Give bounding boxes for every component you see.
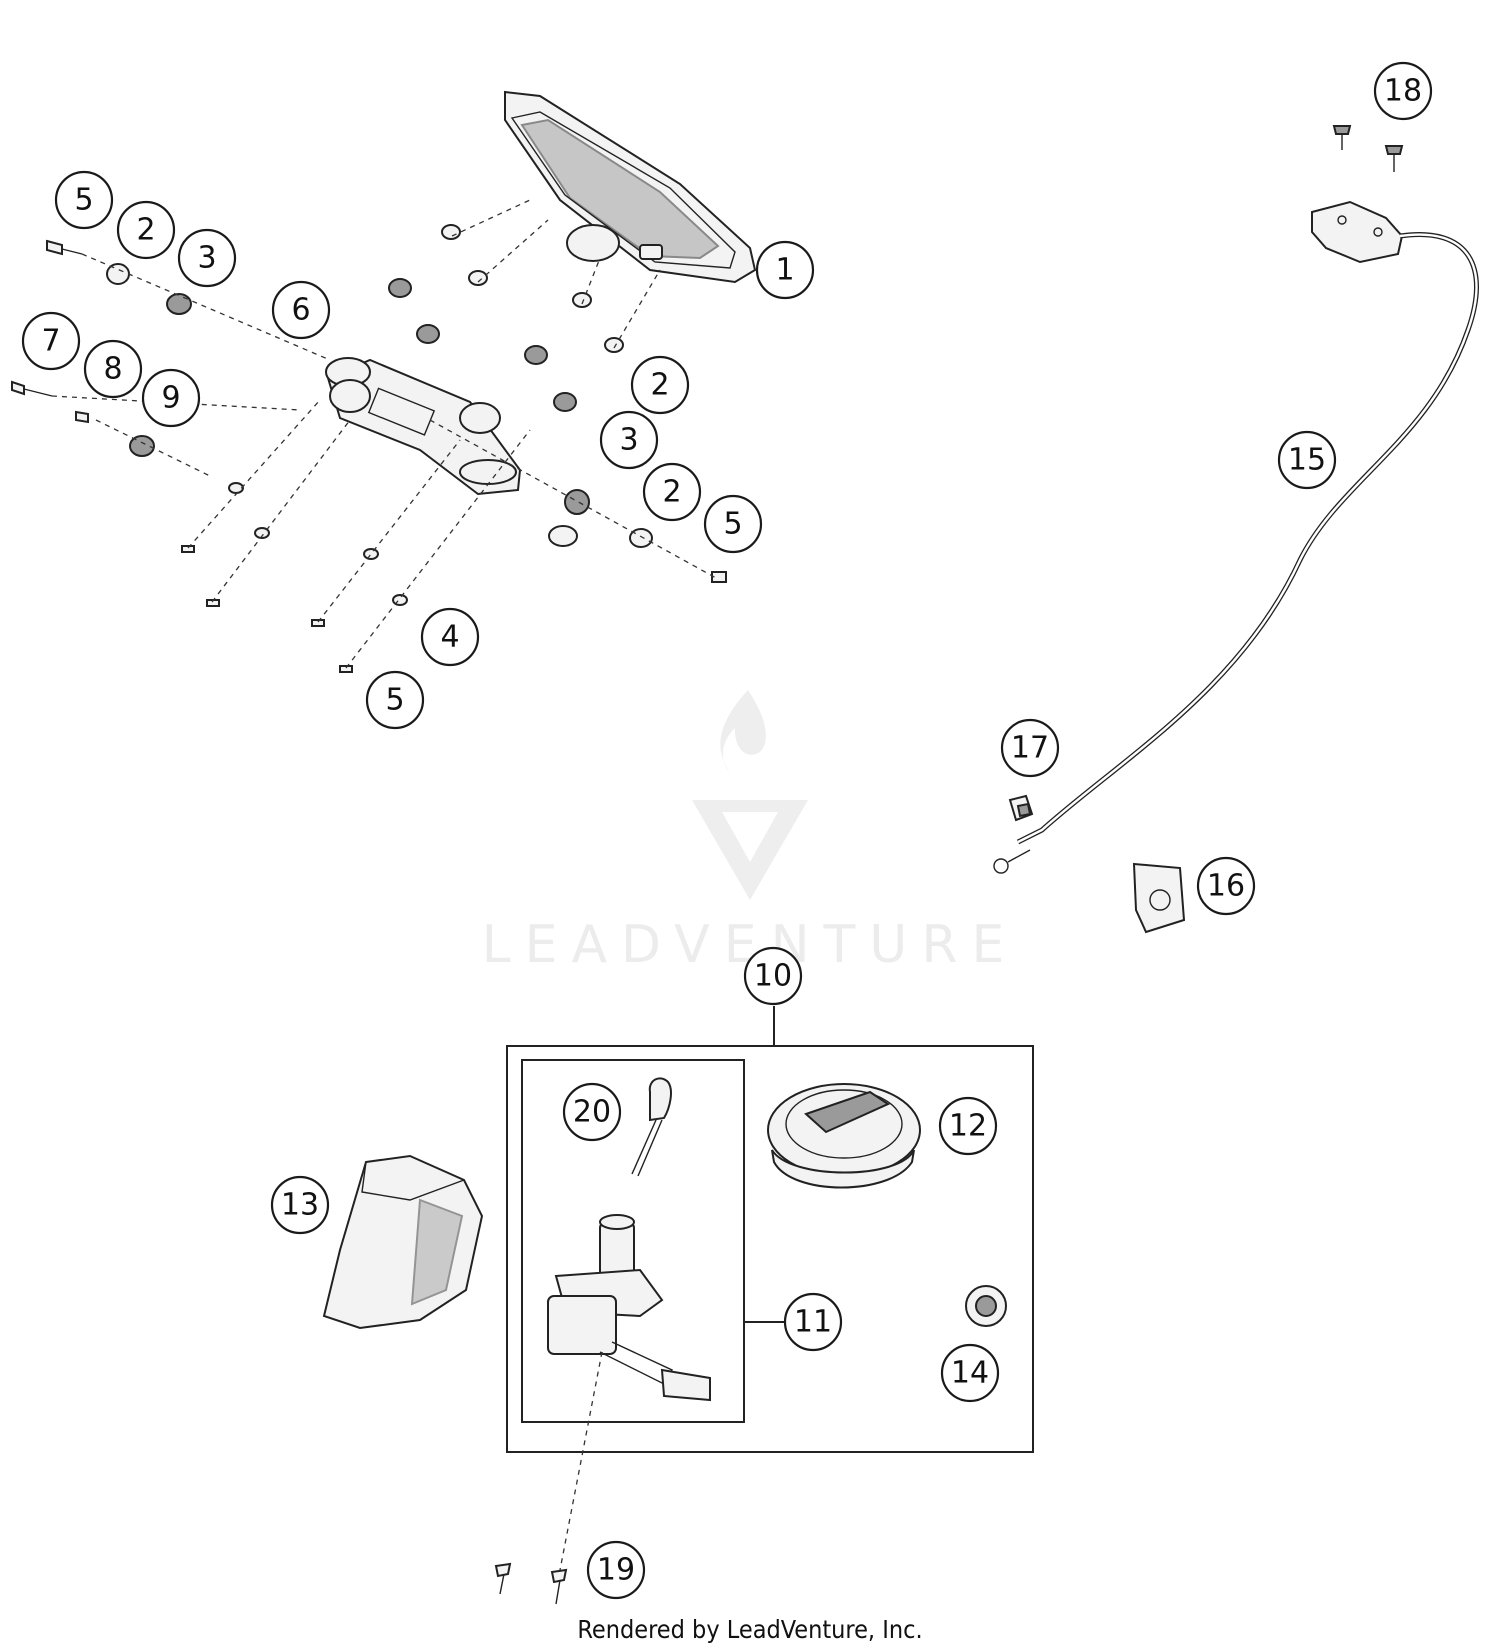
svg-text:15: 15 xyxy=(1288,443,1326,478)
cover-part xyxy=(322,1154,484,1330)
callout-14: 14 xyxy=(940,1343,1000,1403)
watermark: LEADVENTURE xyxy=(482,690,1019,975)
callout-4: 4 xyxy=(420,607,480,667)
callout-1: 1 xyxy=(755,240,815,300)
watermark-v-icon xyxy=(692,800,808,900)
screws-part-18 xyxy=(1332,125,1404,172)
callout-7: 7 xyxy=(21,311,81,371)
svg-text:6: 6 xyxy=(291,293,310,328)
callout-13: 13 xyxy=(270,1175,330,1235)
svg-text:16: 16 xyxy=(1207,869,1245,904)
fuel-cap-part xyxy=(767,1083,921,1189)
callout-9: 9 xyxy=(141,368,201,428)
footer-credit: Rendered by LeadVenture, Inc. xyxy=(577,1615,922,1644)
svg-text:7: 7 xyxy=(41,324,60,359)
svg-text:18: 18 xyxy=(1384,74,1422,109)
bracket-part xyxy=(325,357,522,496)
svg-text:19: 19 xyxy=(597,1553,635,1588)
svg-text:5: 5 xyxy=(385,683,404,718)
callout-18: 18 xyxy=(1373,61,1433,121)
svg-text:17: 17 xyxy=(1011,731,1049,766)
screws-part-19 xyxy=(494,1562,568,1605)
svg-text:2: 2 xyxy=(650,368,669,403)
svg-text:8: 8 xyxy=(103,352,122,387)
svg-text:3: 3 xyxy=(619,423,638,458)
callout-6: 6 xyxy=(271,280,331,340)
callout-5: 5 xyxy=(365,670,425,730)
svg-text:3: 3 xyxy=(197,241,216,276)
instrument-cluster-part xyxy=(504,90,757,284)
svg-text:10: 10 xyxy=(754,959,792,994)
callout-16: 16 xyxy=(1196,856,1256,916)
callout-3: 3 xyxy=(599,410,659,470)
svg-text:2: 2 xyxy=(662,475,681,510)
callout-2: 2 xyxy=(630,355,690,415)
watermark-text: LEADVENTURE xyxy=(482,915,1019,975)
callout-19: 19 xyxy=(586,1540,646,1600)
callout-8: 8 xyxy=(83,339,143,399)
svg-text:5: 5 xyxy=(74,183,93,218)
clip-part xyxy=(1008,794,1034,822)
svg-text:12: 12 xyxy=(949,1109,987,1144)
callout-5: 5 xyxy=(54,170,114,230)
ignition-lock-part xyxy=(547,1214,711,1571)
assembly-lines xyxy=(51,199,717,669)
svg-text:20: 20 xyxy=(573,1095,611,1130)
callout-20: 20 xyxy=(562,1082,622,1142)
screws-left xyxy=(11,239,727,673)
svg-text:2: 2 xyxy=(136,213,155,248)
key-part xyxy=(631,1077,672,1177)
svg-text:5: 5 xyxy=(723,507,742,542)
callout-3: 3 xyxy=(177,228,237,288)
callout-5: 5 xyxy=(703,494,763,554)
callout-11: 11 xyxy=(783,1292,843,1352)
cable-part xyxy=(993,200,1479,874)
callout-10: 10 xyxy=(743,946,803,1006)
nut-clip-part xyxy=(1132,862,1186,934)
callout-12: 12 xyxy=(938,1096,998,1156)
svg-text:11: 11 xyxy=(794,1305,832,1340)
callout-15: 15 xyxy=(1277,430,1337,490)
svg-text:14: 14 xyxy=(951,1356,989,1391)
callout-17: 17 xyxy=(1000,718,1060,778)
svg-text:9: 9 xyxy=(161,381,180,416)
lock-cylinder-part xyxy=(965,1285,1007,1327)
lock-set-frame xyxy=(506,1006,1034,1453)
callout-2: 2 xyxy=(642,462,702,522)
svg-text:4: 4 xyxy=(440,620,459,655)
callout-2: 2 xyxy=(116,200,176,260)
watermark-flame-icon xyxy=(720,690,766,772)
svg-text:1: 1 xyxy=(775,253,794,288)
svg-text:13: 13 xyxy=(281,1188,319,1223)
